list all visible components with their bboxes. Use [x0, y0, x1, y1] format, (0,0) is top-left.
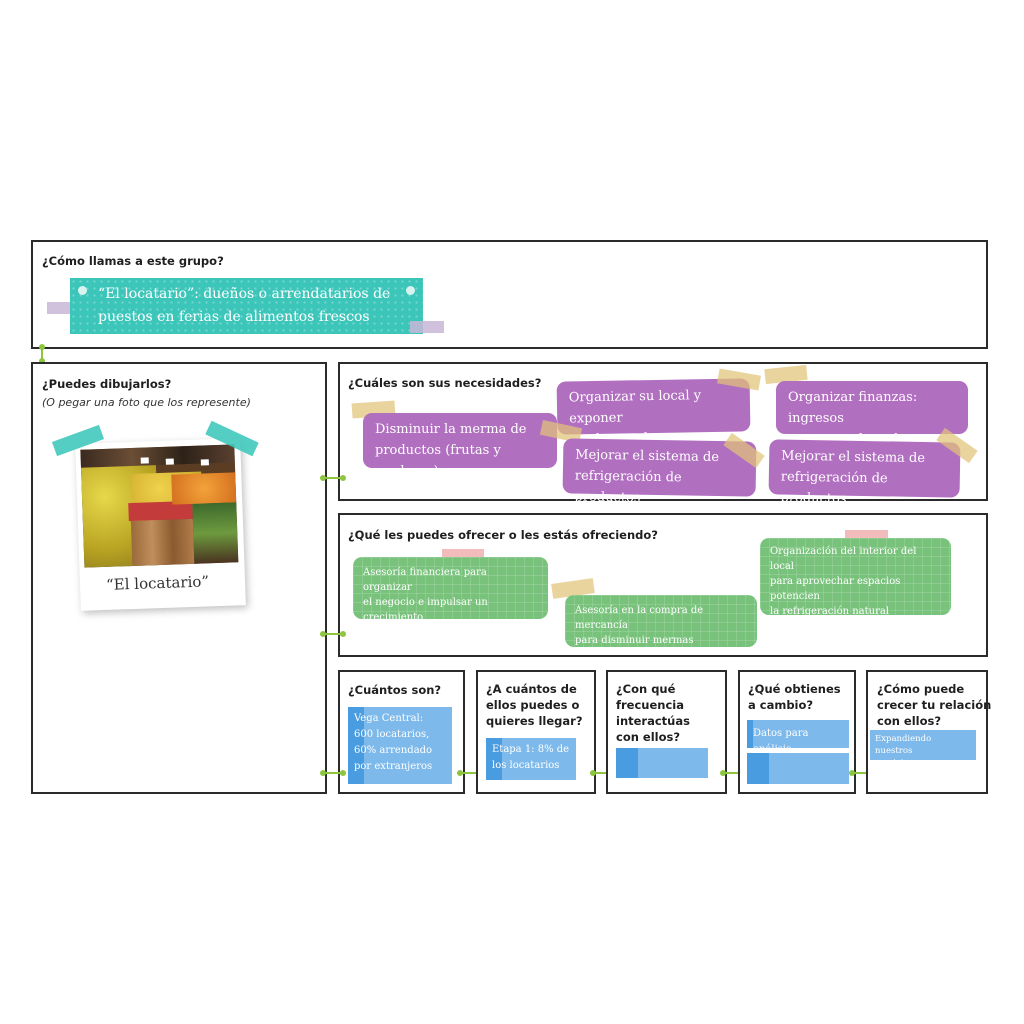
offer-question: ¿Qué les puedes ofrecer o les estás ofre…	[348, 528, 658, 542]
reach-question-line: ellos puedes o	[486, 698, 580, 712]
need-note-4[interactable]: Organizar finanzas: ingresos y egresos d…	[776, 381, 968, 447]
pin-dot	[78, 286, 87, 295]
count-answer-line: 60% arrendado	[354, 745, 433, 756]
group-name-line-1: “El locatario”: dueños o arrendatarios d…	[98, 286, 391, 302]
exchange-answer-note[interactable]: Datos para análisis	[747, 720, 849, 755]
offer-line: Asesoría en la compra de mercancía	[575, 605, 704, 631]
offer-line: Asesoría financiera para organizar	[363, 567, 487, 593]
exchange-empty-note[interactable]	[747, 753, 849, 784]
tape	[845, 530, 888, 544]
growth-question-line: ¿Cómo puede	[877, 682, 965, 696]
growth-answer-line: Expandiendo nuestros	[875, 734, 932, 756]
group-name-line-2: puestos en ferias de alimentos frescos	[98, 309, 370, 325]
reach-question: ¿A cuántos de ellos puedes o quieres lle…	[486, 681, 583, 729]
count-question: ¿Cuántos son?	[348, 683, 442, 697]
count-answer-line: Vega Central:	[354, 713, 424, 724]
note-strip	[486, 738, 502, 780]
growth-question-line: con ellos?	[877, 714, 942, 728]
reach-answer-note[interactable]: Etapa 1: 8% de los locatarios	[486, 738, 576, 780]
count-answer-line: 600 locatarios,	[354, 729, 430, 740]
offer-line: Organización del interior del local	[770, 546, 917, 572]
note-strip	[747, 720, 753, 748]
frequency-question-line: ¿Con qué	[616, 682, 676, 696]
pin-dot	[406, 286, 415, 295]
note-strip	[616, 748, 638, 778]
drawing-hint: (O pegar una foto que los represente)	[42, 396, 251, 409]
exchange-question: ¿Qué obtienes a cambio?	[748, 681, 841, 713]
photo-image-icon	[80, 444, 239, 568]
need-line: Disminuir la merma de	[375, 422, 527, 437]
need-note-1[interactable]: Disminuir la merma de productos (frutas …	[363, 413, 557, 479]
reach-answer-line: los locatarios	[492, 760, 560, 771]
need-line: Mejorar el sistema de	[781, 448, 926, 467]
offer-note-2[interactable]: Asesoría en la compra de mercancía para …	[565, 595, 757, 647]
growth-answer-note[interactable]: Expandiendo nuestros servicios	[870, 730, 976, 768]
connector-dot-icon	[39, 344, 45, 364]
tape	[442, 549, 484, 563]
offer-line: para disminuir mermas	[575, 635, 694, 646]
need-line: Mejorar el sistema de	[575, 447, 720, 466]
frequency-question-line: con ellos?	[616, 730, 681, 744]
connector-dot-icon	[320, 631, 346, 637]
reach-question-line: ¿A cuántos de	[486, 682, 577, 696]
exchange-answer-line: Datos para análisis	[753, 728, 809, 755]
offer-line: sostenido en el tiempo	[363, 627, 478, 638]
connector-dot-icon	[320, 475, 346, 481]
offer-note-3[interactable]: Organización del interior del local para…	[760, 538, 951, 632]
offer-line: de los productos.	[770, 621, 858, 632]
growth-question: ¿Cómo puede crecer tu relación con ellos…	[877, 681, 991, 729]
need-line: Organizar finanzas: ingresos	[788, 390, 918, 426]
exchange-question-line: ¿Qué obtienes	[748, 682, 841, 696]
photo-caption: “El locatario”	[105, 572, 210, 594]
note-strip	[348, 707, 364, 784]
exchange-question-line: a cambio?	[748, 698, 814, 712]
frequency-question-line: interactúas	[616, 714, 690, 728]
offer-line: la refrigeración natural	[770, 606, 890, 617]
growth-answer-line: servicios	[875, 758, 913, 768]
need-line: productos (frutas y verduras)	[375, 443, 501, 479]
drawing-question: ¿Puedes dibujarlos?	[42, 377, 172, 391]
frequency-question-line: frecuencia	[616, 698, 684, 712]
photo-polaroid[interactable]: “El locatario”	[75, 438, 246, 611]
growth-question-line: crecer tu relación	[877, 698, 992, 712]
note-strip	[747, 753, 769, 784]
frequency-answer-note[interactable]	[616, 748, 708, 778]
need-note-5[interactable]: Mejorar el sistema de refrigeración de p…	[768, 439, 961, 507]
connector-dot-icon	[320, 770, 346, 776]
frequency-question: ¿Con qué frecuencia interactúas con ello…	[616, 681, 690, 745]
offer-note-1[interactable]: Asesoría financiera para organizar el ne…	[353, 557, 548, 638]
offer-line: para aprovechar espacios potencien	[770, 576, 901, 602]
reach-question-line: quieres llegar?	[486, 714, 583, 728]
tape	[410, 321, 444, 333]
need-note-2[interactable]: Organizar su local y exponer productos d…	[556, 378, 751, 468]
need-line: refrigeración de productos.	[780, 469, 888, 507]
reach-answer-line: Etapa 1: 8% de	[492, 744, 570, 755]
needs-question: ¿Cuáles son sus necesidades?	[348, 376, 542, 390]
offer-line: el negocio e impulsar un crecimiento	[363, 597, 488, 623]
group-name-question: ¿Cómo llamas a este grupo?	[42, 254, 224, 268]
count-answer-note[interactable]: Vega Central: 600 locatarios, 60% arrend…	[348, 707, 452, 784]
need-line: refrigeración de productos	[574, 468, 682, 506]
group-name-note[interactable]: “El locatario”: dueños o arrendatarios d…	[70, 278, 423, 334]
count-answer-line: por extranjeros	[354, 761, 433, 772]
need-line: Organizar su local y exponer	[568, 388, 702, 427]
